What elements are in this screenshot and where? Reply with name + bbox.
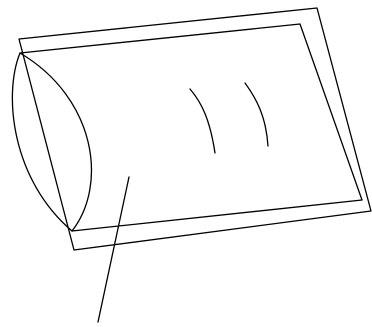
outer-frame	[19, 8, 371, 250]
left-crease	[190, 89, 215, 153]
leader-line	[98, 177, 129, 322]
inner-panel	[20, 24, 362, 231]
right-crease	[245, 83, 268, 146]
rounded-left-end	[12, 53, 91, 231]
